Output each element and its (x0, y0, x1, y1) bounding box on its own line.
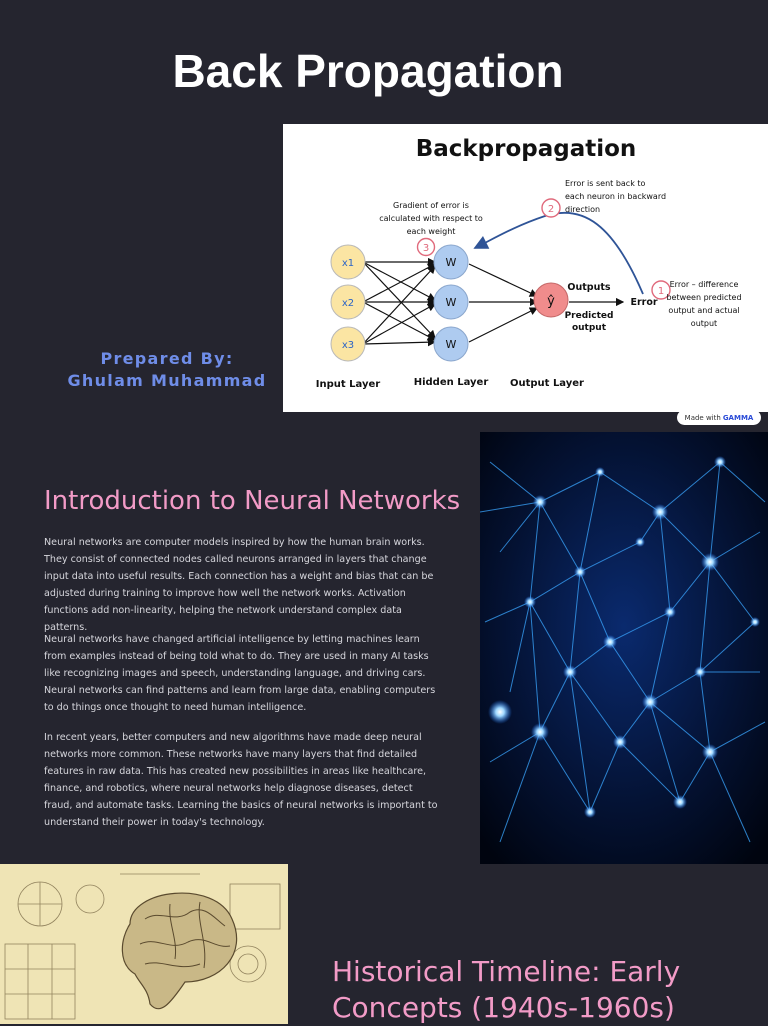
diagram-title: Backpropagation (416, 136, 637, 162)
slide-title: Back Propagation (172, 45, 564, 97)
predicted-label: output (572, 323, 607, 333)
hidden-layer: W W W (433, 244, 469, 362)
section-title: Historical Timeline: Early Concepts (194… (332, 955, 681, 1024)
paragraph: Neural networks are computer models insp… (44, 537, 434, 633)
badge-brand: GAMMA (722, 413, 754, 422)
hidden-label: W (446, 296, 457, 309)
layer-label: Input Layer (316, 379, 380, 390)
layer-label: Output Layer (510, 378, 584, 389)
step3-text: calculated with respect to (379, 214, 483, 223)
hidden-label: W (446, 338, 457, 351)
input-label: x1 (342, 258, 354, 269)
step-number: 1 (658, 286, 664, 297)
hidden-label: W (446, 256, 457, 269)
output-label: ŷ (547, 294, 555, 309)
backpropagation-diagram: Backpropagation x1 x2 x3 (283, 124, 768, 412)
paragraph: In recent years, better computers and ne… (44, 732, 438, 828)
input-node (330, 284, 366, 320)
step2-text: each neuron in backward (565, 192, 666, 201)
output-node (533, 282, 569, 318)
step3-text: Gradient of error is (393, 201, 469, 210)
input-node (330, 244, 366, 280)
step1-text: Error – difference (670, 280, 739, 289)
brain-sketch-image (0, 864, 288, 1024)
badge-prefix: Made with (684, 413, 721, 422)
input-node (330, 326, 366, 362)
outputs-label: Outputs (567, 282, 610, 293)
layer-label: Hidden Layer (414, 377, 489, 388)
step3-text: each weight (407, 227, 456, 236)
author-name: Ghulam Muhammad (67, 371, 267, 390)
step2-text: Error is sent back to (565, 179, 646, 188)
backward-arrow (473, 211, 644, 295)
input-label: x2 (342, 298, 354, 309)
hidden-node (433, 326, 469, 362)
input-layer: x1 x2 x3 (330, 244, 366, 362)
step-badge (541, 198, 561, 218)
step-badge (651, 280, 671, 300)
step1-text: output and actual (668, 306, 739, 315)
input-label: x3 (342, 340, 354, 351)
prepared-label: Prepared By: (100, 349, 234, 368)
hidden-node (433, 244, 469, 280)
step1-text: between predicted (666, 293, 741, 302)
prepared-by: Prepared By: Ghulam Muhammad (66, 348, 268, 392)
paragraph: Neural networks have changed artificial … (44, 634, 436, 713)
predicted-label: Predicted (565, 311, 614, 321)
step1-text: output (691, 319, 717, 328)
step-badge (416, 237, 436, 257)
hidden-node (433, 284, 469, 320)
error-label: Error (630, 297, 657, 308)
neural-network-image (480, 432, 768, 864)
made-with-gamma-badge[interactable]: Made with GAMMA (677, 410, 761, 425)
section-title: Introduction to Neural Networks (44, 486, 461, 516)
step-number: 3 (423, 243, 429, 254)
step2-text: direction (565, 205, 600, 214)
step-number: 2 (548, 204, 554, 215)
